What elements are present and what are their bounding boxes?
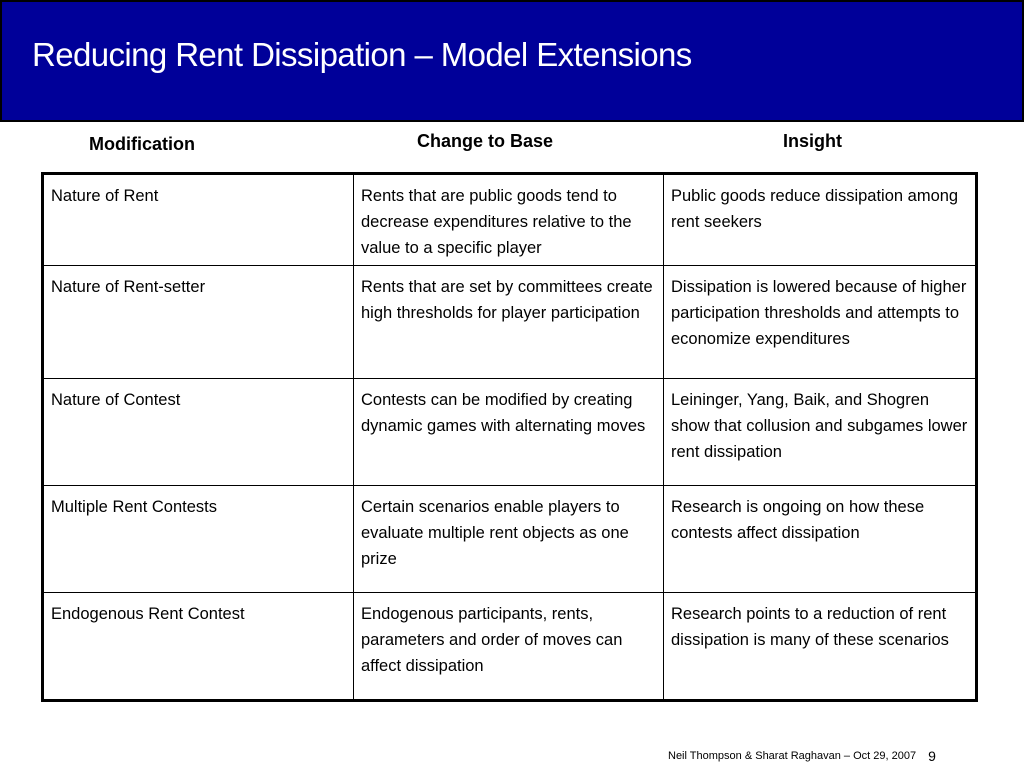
insight-cell: Leininger, Yang, Baik, and Shogren show … xyxy=(663,378,977,486)
column-header-insight: Insight xyxy=(783,131,842,151)
column-header-modification: Modification xyxy=(89,134,195,154)
insight-cell: Research points to a reduction of rent d… xyxy=(663,592,977,701)
change-cell: Endogenous participants, rents, paramete… xyxy=(353,592,664,701)
change-cell: Rents that are set by committees create … xyxy=(353,265,664,379)
page-number: 9 xyxy=(928,747,936,764)
title-bar: Reducing Rent Dissipation – Model Extens… xyxy=(0,0,1024,122)
change-cell: Contests can be modified by creating dyn… xyxy=(353,378,664,486)
modification-cell: Nature of Rent-setter xyxy=(42,265,354,379)
modification-cell: Nature of Contest xyxy=(42,378,354,486)
change-cell: Rents that are public goods tend to decr… xyxy=(353,173,664,266)
change-cell: Certain scenarios enable players to eval… xyxy=(353,485,664,593)
insight-cell: Public goods reduce dissipation among re… xyxy=(663,173,977,266)
modification-cell: Endogenous Rent Contest xyxy=(42,592,354,701)
table-row: Endogenous Rent Contest Endogenous parti… xyxy=(42,592,977,701)
table-row: Multiple Rent Contests Certain scenarios… xyxy=(42,485,977,593)
slide-title: Reducing Rent Dissipation – Model Extens… xyxy=(32,36,692,73)
insight-cell: Research is ongoing on how these contest… xyxy=(663,485,977,593)
insight-cell: Dissipation is lowered because of higher… xyxy=(663,265,977,379)
footer-text: Neil Thompson & Sharat Raghavan – Oct 29… xyxy=(668,749,917,762)
table-row: Nature of Contest Contests can be modifi… xyxy=(42,378,977,486)
table-row: Nature of Rent-setter Rents that are set… xyxy=(42,265,977,379)
modification-cell: Nature of Rent xyxy=(42,173,354,266)
column-header-change-to-base: Change to Base xyxy=(417,131,554,151)
table-row: Nature of Rent Rents that are public goo… xyxy=(42,173,977,266)
slide-footer: Neil Thompson & Sharat Raghavan – Oct 29… xyxy=(668,747,936,765)
modification-cell: Multiple Rent Contests xyxy=(42,485,354,593)
extensions-table: Nature of Rent Rents that are public goo… xyxy=(41,172,978,702)
